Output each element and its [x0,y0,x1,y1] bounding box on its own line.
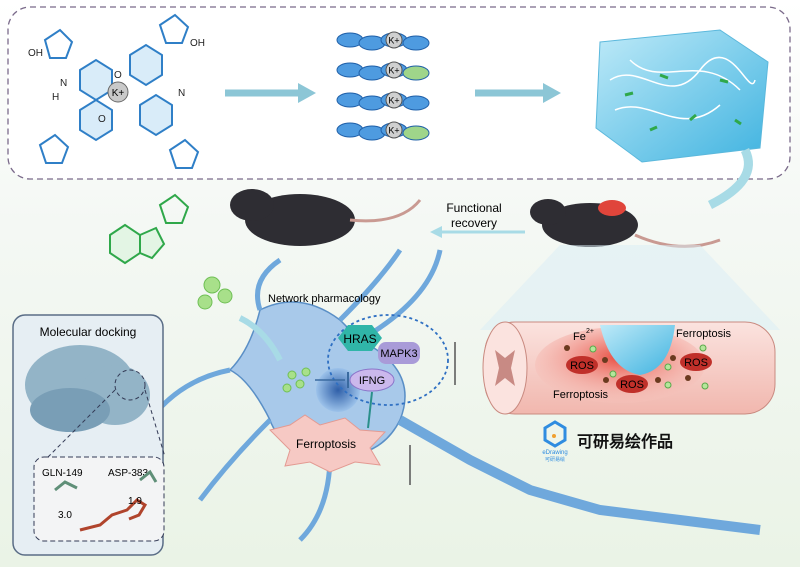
ligand-stick [79,498,148,532]
zoom-lines [47,389,166,458]
spinal-cord [482,321,776,415]
guanosine-particles [197,276,233,310]
potassium-ion [385,61,403,79]
recovered-mouse [230,189,422,246]
ferroptosis-burst [269,414,387,473]
arrow-icon [298,83,316,103]
atom-labels: O N H OH N O OH [28,38,205,125]
atom-label: O [114,70,122,81]
atom-label: O [98,114,106,125]
arrow-icon [367,391,373,429]
mapk3-badge [378,342,420,364]
guanosine-molecule [109,193,190,265]
mapk3-label: MAPK3 [380,348,417,360]
quartet-layer: K+ [336,61,430,81]
atom-label: N [60,78,67,89]
hydrogel-block [595,29,769,163]
arrow-icon [543,83,561,103]
protein-structure [25,345,150,432]
atom-label: OH [28,48,43,59]
hras-label: HRAS [343,332,376,346]
arrow-icon [430,226,442,238]
potassium-ion [385,121,403,139]
arrow-icon [707,147,753,210]
potassium-ion [385,91,403,109]
logo-text: eDrawing [542,450,567,456]
guanine-plate [402,65,430,81]
logo-subtext: 可研易绘 [545,456,565,463]
atom-label: OH [190,38,205,49]
functional-recovery-label: recovery [451,216,497,230]
injured-mouse [530,199,721,248]
arrow-icon [409,342,456,485]
quartet-layer: K+ [336,31,430,51]
ros-label: ROS [620,379,644,391]
distance-label: 1.9 [128,496,142,507]
binding-detail-box [33,456,165,542]
ros-badges [566,353,712,393]
synthesis-panel [7,6,791,180]
potassium-label: K+ [388,66,399,76]
guanine-plate [402,95,430,111]
edrawing-logo [543,420,567,448]
g-quadruplex-stack: K+ K+ K+ K+ [336,31,430,141]
particles [564,344,709,390]
distance-label: 3.0 [58,510,72,521]
potassium-label: K+ [112,88,125,99]
arrow-icon [238,315,283,362]
ros-label: ROS [570,360,594,372]
potassium-ion [107,81,129,103]
ferroptosis-label: Ferroptosis [553,389,609,401]
neuron [148,248,761,542]
ros-label: ROS [684,357,708,369]
binding-site-circle [114,369,146,401]
ifng-label: IFNG [359,375,385,387]
g-quartet-molecule [38,13,200,169]
potassium-ion [385,31,403,49]
network-pharmacology-label: Network pharmacology [268,293,381,305]
zoom-cone [480,245,780,330]
target-network-circle [327,314,449,406]
iron-charge: 2+ [586,328,594,335]
quartet-layer: K+ [336,121,430,141]
potassium-label: K+ [388,36,399,46]
docking-title: Molecular docking [40,325,137,339]
guanine-plate [402,35,430,51]
residue-label: GLN-149 [42,468,83,479]
ifng-badge [349,368,395,392]
atom-label: H [52,92,59,103]
hras-badge [338,325,382,351]
watermark-caption: 可研易绘作品 [577,432,673,451]
ferroptosis-label: Ferroptosis [296,437,356,451]
functional-recovery-label: Functional [446,201,501,215]
ferroptosis-label: Ferroptosis [676,328,732,340]
quartet-layer: K+ [336,91,430,111]
guanine-plate [402,125,430,141]
iron-label: Fe [573,331,586,343]
atom-label: N [178,88,185,99]
potassium-label: K+ [388,126,399,136]
residue-stick [54,469,158,492]
intracellular-particles [282,367,311,393]
residue-label: ASP-383 [108,468,148,479]
potassium-label: K+ [388,96,399,106]
